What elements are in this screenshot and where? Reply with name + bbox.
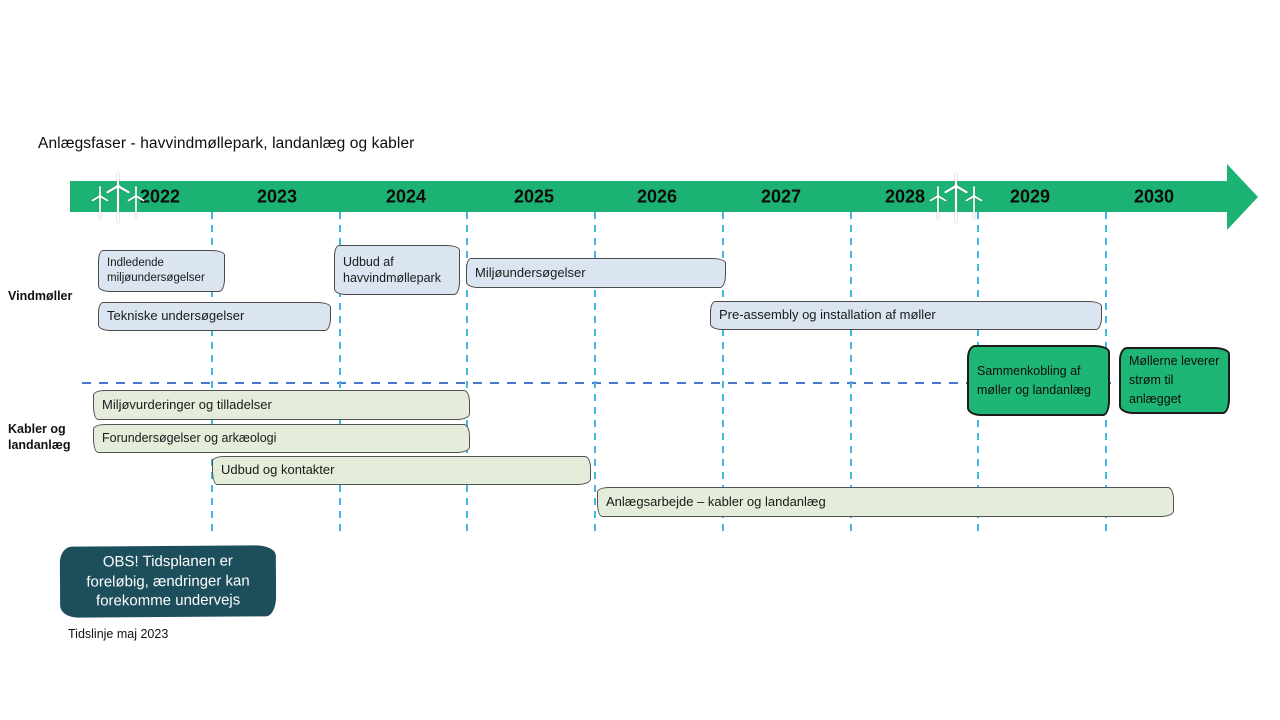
year-label: 2024 bbox=[385, 186, 427, 206]
year-label: 2027 bbox=[760, 186, 802, 206]
bar-forundersogelser-og-arkaeologi: Forundersøgelser og arkæologi bbox=[93, 424, 470, 453]
year-gridline bbox=[850, 212, 852, 537]
page-title: Anlægsfaser - havvindmøllepark, landanlæ… bbox=[38, 135, 415, 152]
year-gridline bbox=[211, 212, 213, 537]
wind-turbine-small-right bbox=[965, 186, 983, 219]
wind-turbine-small-left bbox=[929, 186, 947, 219]
year-label: 2029 bbox=[1009, 186, 1051, 206]
bar-tekniske-undersogelser: Tekniske undersøgelser bbox=[98, 302, 331, 331]
bar-udbud-af-havvindmoellepark: Udbud af havvindmøllepark bbox=[334, 245, 460, 295]
disclaimer-note-text: OBS! Tidsplanen er foreløbig, ændringer … bbox=[86, 552, 250, 610]
disclaimer-note: OBS! Tidsplanen er foreløbig, ændringer … bbox=[59, 545, 277, 618]
row-label-kabler-og-landanlaeg: Kabler og landanlæg bbox=[8, 422, 71, 453]
timeline-arrow-head bbox=[1227, 163, 1258, 230]
year-gridline bbox=[594, 212, 596, 537]
wind-turbine-large-center bbox=[944, 172, 968, 224]
year-label: 2023 bbox=[256, 186, 298, 206]
phase-divider-line bbox=[82, 382, 1234, 384]
wind-turbines-icon bbox=[91, 172, 145, 224]
bar-sammenkobling: Sammenkobling af møller og landanlæg bbox=[967, 345, 1110, 416]
wind-turbines-icon bbox=[929, 172, 983, 224]
bar-pre-assembly-og-installation: Pre-assembly og installation af møller bbox=[710, 301, 1102, 330]
bar-miljovurderinger-og-tilladelser: Miljøvurderinger og tilladelser bbox=[93, 390, 470, 420]
bar-indledende-miljoundersogelser: Indledende miljøundersøgelser bbox=[98, 250, 225, 292]
timeline-date-caption: Tidslinje maj 2023 bbox=[68, 627, 169, 641]
bar-miljoundersogelser: Miljøundersøgelser bbox=[466, 258, 726, 288]
year-label: 2025 bbox=[513, 186, 555, 206]
year-label: 2030 bbox=[1133, 186, 1175, 206]
row-label-vindmoeller: Vindmøller bbox=[8, 289, 73, 303]
year-label: 2028 bbox=[884, 186, 926, 206]
bar-anlaegsarbejde: Anlægsarbejde – kabler og landanlæg bbox=[597, 487, 1174, 517]
year-label: 2022 bbox=[139, 186, 181, 206]
bar-moellerne-leverer-stroem: Møllerne leverer strøm til anlægget bbox=[1119, 347, 1230, 414]
year-gridline bbox=[466, 212, 468, 537]
bar-udbud-og-kontakter: Udbud og kontakter bbox=[212, 456, 591, 485]
year-label: 2026 bbox=[636, 186, 678, 206]
wind-turbine-small-left bbox=[91, 186, 109, 219]
wind-turbine-small-right bbox=[127, 186, 145, 219]
wind-turbine-large-center bbox=[106, 172, 130, 224]
year-gridline bbox=[722, 212, 724, 537]
year-gridline bbox=[339, 212, 341, 537]
timeline-arrow-body: 2022 2023 2024 2025 2026 2027 2028 2029 2030 bbox=[70, 181, 1227, 212]
